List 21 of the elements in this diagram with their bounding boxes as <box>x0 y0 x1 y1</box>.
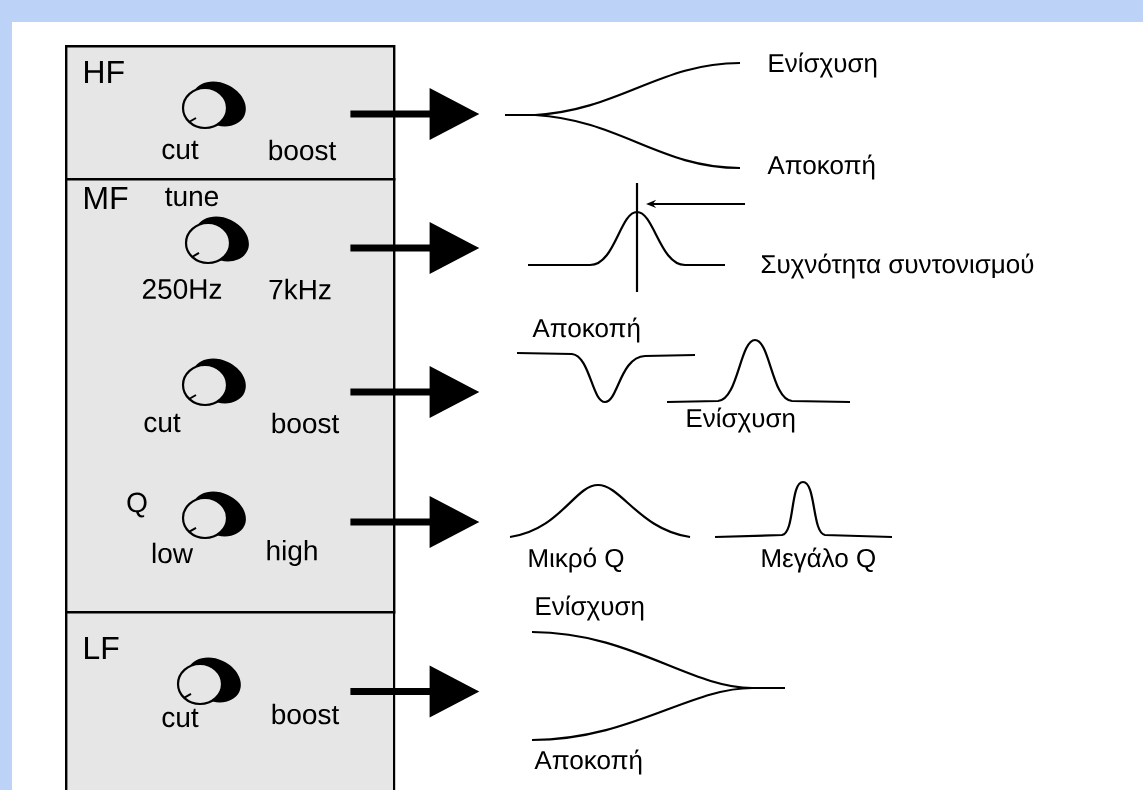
curve-label: Αποκοπή <box>767 154 875 180</box>
curve-label: Συχνότητα συντονισμού <box>761 253 1034 279</box>
knob-label: 250Hz <box>142 279 222 299</box>
curve-label: Αποκοπή <box>532 317 640 343</box>
knob-label: low <box>152 542 194 564</box>
knob-label: 7kHz <box>269 278 331 300</box>
knob-label: boost <box>269 139 337 161</box>
curve-label: Ενίσχυση <box>769 52 877 78</box>
curve-label: Αποκοπή <box>534 749 642 775</box>
curve-label: Μικρό Q <box>529 547 624 573</box>
knob-label: Q <box>127 492 147 518</box>
knob-label: boost <box>272 703 340 725</box>
knob-label: boost <box>272 412 340 434</box>
knob-label: cut <box>162 140 199 160</box>
curve-label: Ενίσχυση <box>536 595 644 621</box>
knob-label: high <box>267 539 317 567</box>
knob-label: cut <box>162 708 199 728</box>
knob-label: tune <box>165 187 218 207</box>
curve-label: Μεγάλο Q <box>762 547 875 573</box>
knob-label: cut <box>144 413 181 433</box>
curve-label: Ενίσχυση <box>687 407 795 433</box>
